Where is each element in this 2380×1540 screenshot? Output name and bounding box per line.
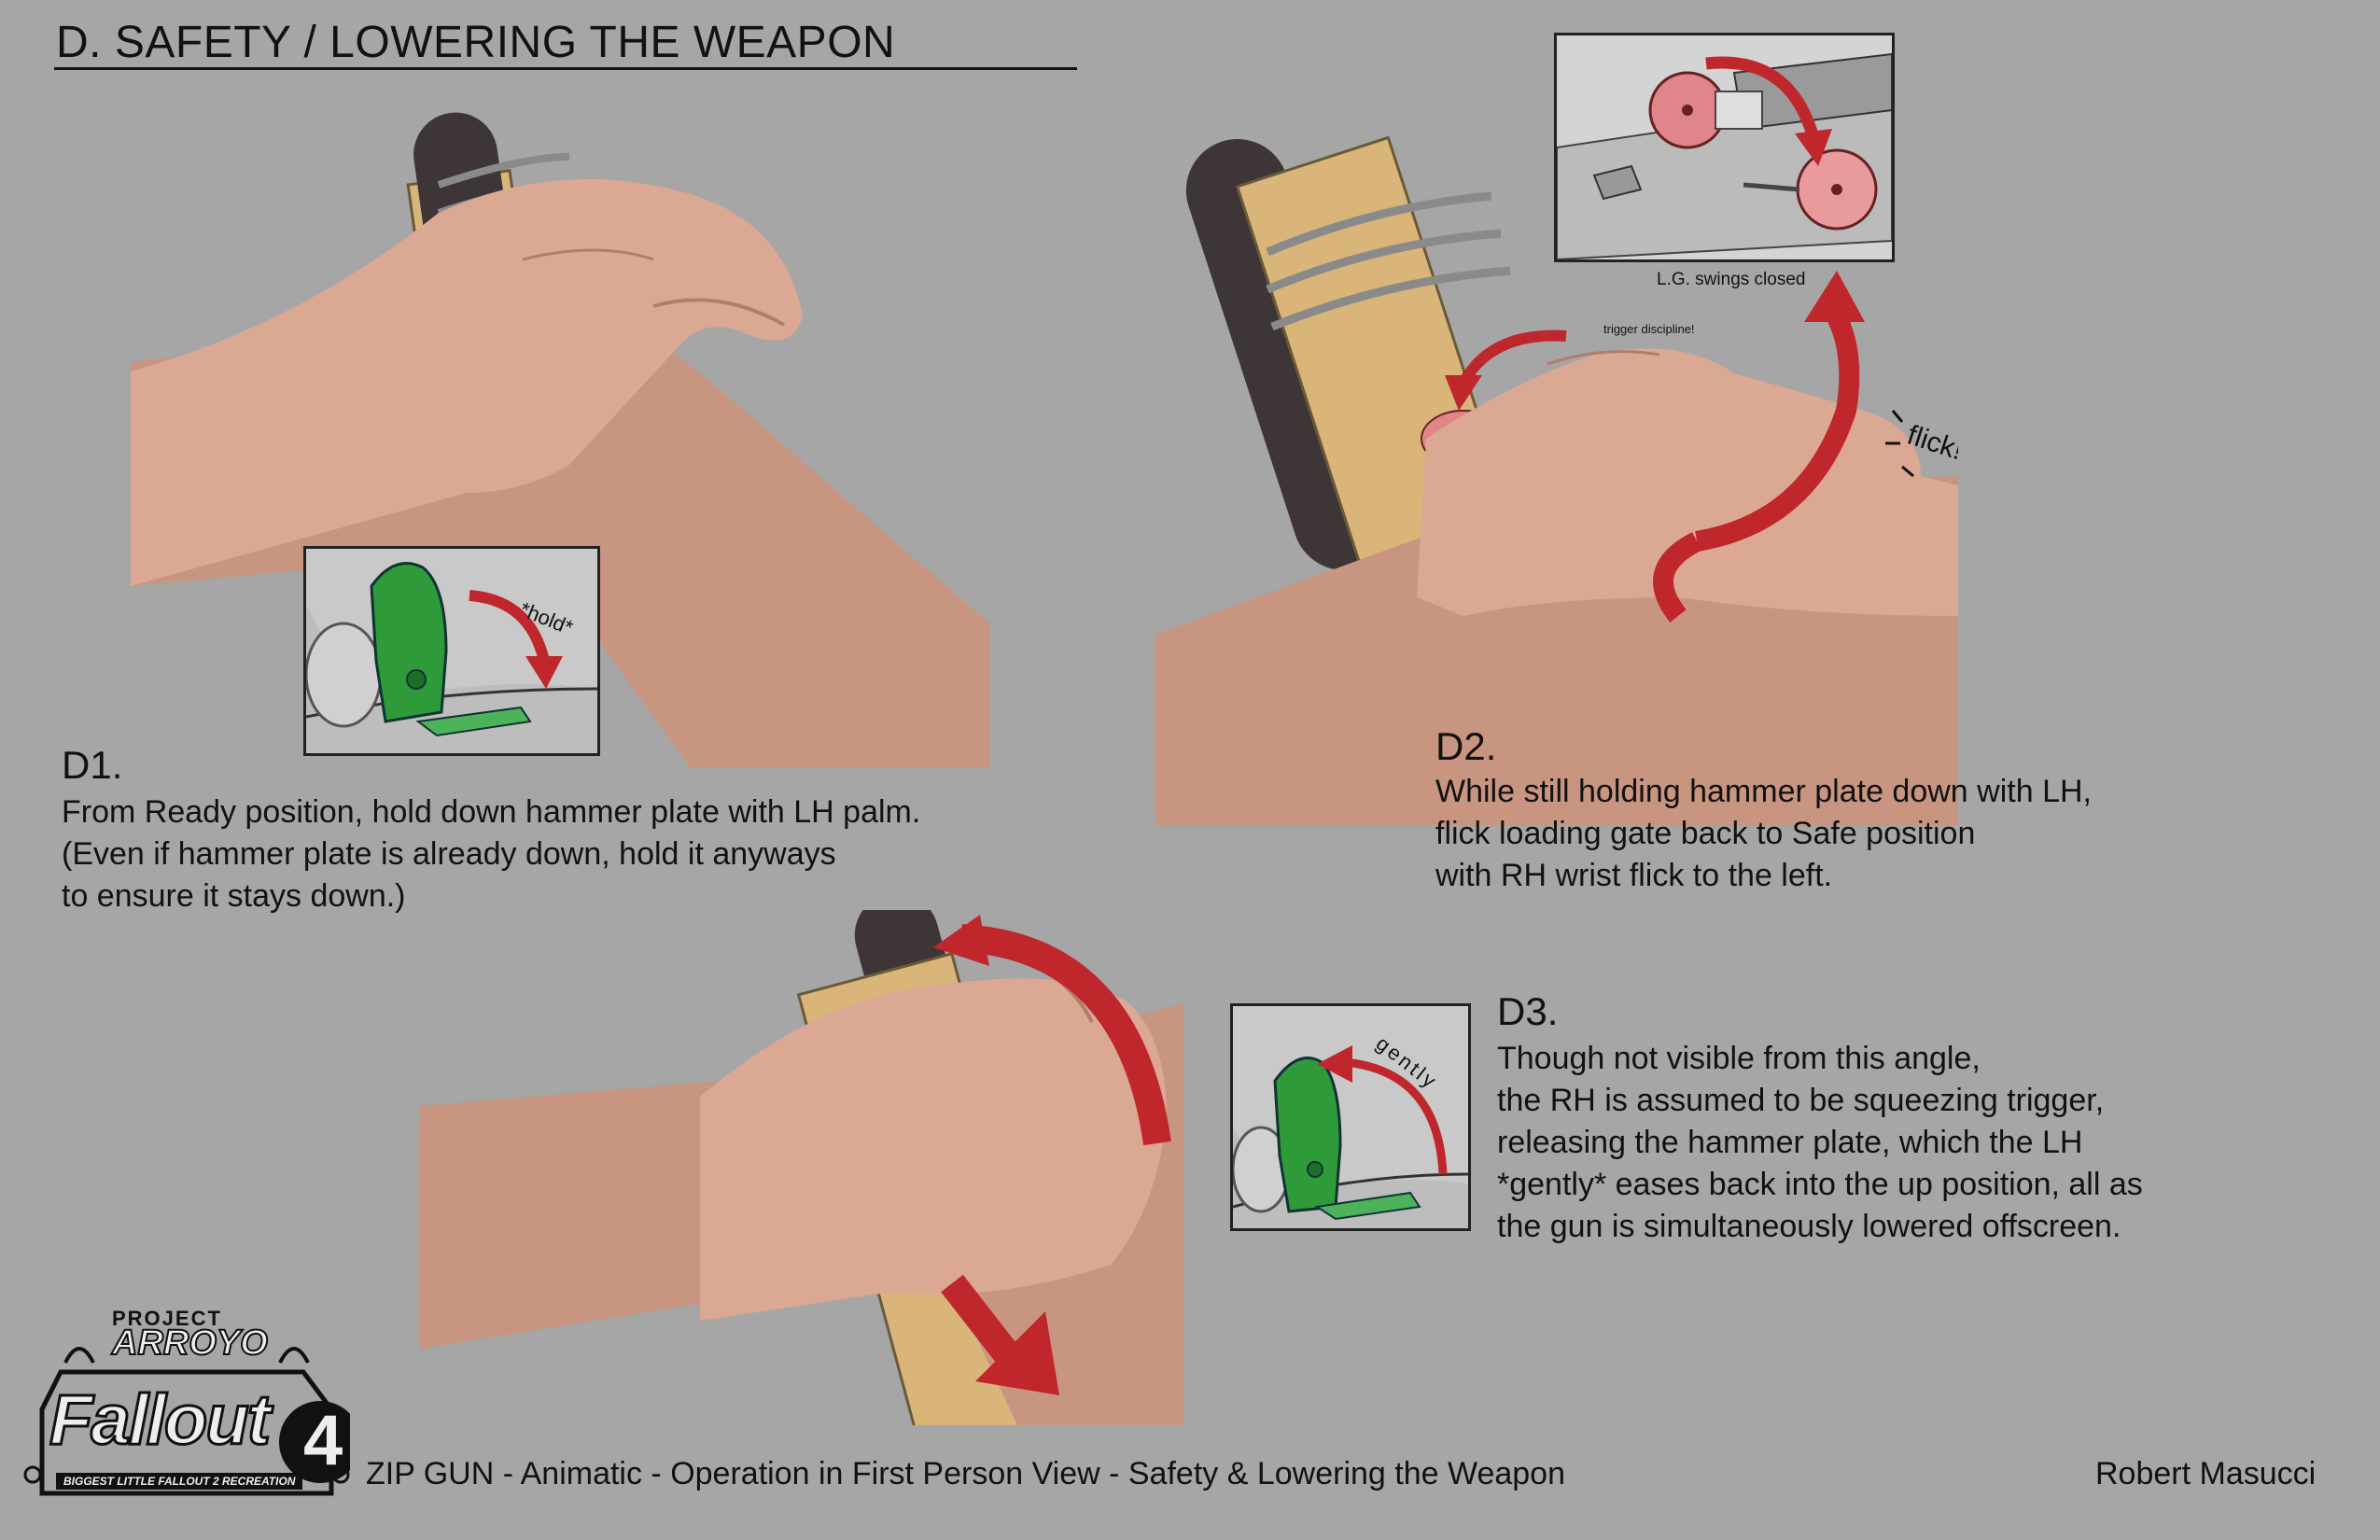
d2-inset <box>1554 33 1895 262</box>
d2-inset-drawing <box>1556 35 1893 261</box>
d3-inset: gently <box>1230 1003 1471 1231</box>
logo-tagline-text: BIGGEST LITTLE FALLOUT 2 RECREATION <box>56 1473 303 1490</box>
d3-inset-drawing <box>1231 1045 1469 1228</box>
d1-inset: *hold* <box>303 546 600 756</box>
d3-body: Though not visible from this angle, the … <box>1497 1041 2143 1244</box>
d1-body: From Ready position, hold down hammer pl… <box>62 794 921 914</box>
d2-heading: D2. <box>1435 724 1497 768</box>
d2-illustration: trigger discipline! flick! <box>1155 131 1958 826</box>
logo-arroyo-text: ARROYO <box>111 1323 269 1364</box>
d3-lower-arrow-icon <box>975 1311 1059 1395</box>
d1-hammer-plate <box>370 562 448 723</box>
logo-project-text: PROJECT <box>112 1307 222 1330</box>
logo-frame <box>23 1347 361 1496</box>
d1-down-arrow-icon <box>525 656 563 689</box>
d3-heading: D3. <box>1497 989 1559 1033</box>
d2-hand-drawing <box>1155 135 1958 826</box>
d2-body: While still holding hammer plate down wi… <box>1435 774 2092 893</box>
d2-inset-arrow-icon <box>1795 129 1832 166</box>
d2-flick-arrow-icon <box>1804 271 1865 322</box>
d1-illustration <box>131 101 989 768</box>
title-underline <box>54 67 1077 70</box>
footer-caption: ZIP GUN - Animatic - Operation in First … <box>366 1456 1565 1491</box>
d1-hand-drawing <box>131 112 989 768</box>
d1-inset-drawing <box>304 562 598 753</box>
d2-rotate-arrow-icon <box>1445 375 1482 411</box>
d3-hand-drawing <box>420 910 1183 1425</box>
d1-heading: D1. <box>62 743 123 787</box>
d3-hammer-plate <box>1273 1057 1342 1213</box>
logo-fallout-text: Fallout <box>48 1379 272 1462</box>
d2-inset-caption: L.G. swings closed <box>1657 270 1806 289</box>
page-title: D. SAFETY / LOWERING THE WEAPON <box>56 18 896 67</box>
project-arroyo-logo: PROJECT ARROYO Fallout 4 BIGGEST LITTLE … <box>23 1307 361 1521</box>
author-name: Robert Masucci <box>2095 1456 2317 1491</box>
d2-note: trigger discipline! <box>1603 322 1695 336</box>
d3-rotate-arrow-icon <box>933 915 989 966</box>
d3-inset-arrow-icon <box>1317 1045 1352 1083</box>
logo-number-text: 4 <box>303 1401 343 1480</box>
d3-illustration <box>420 910 1183 1425</box>
